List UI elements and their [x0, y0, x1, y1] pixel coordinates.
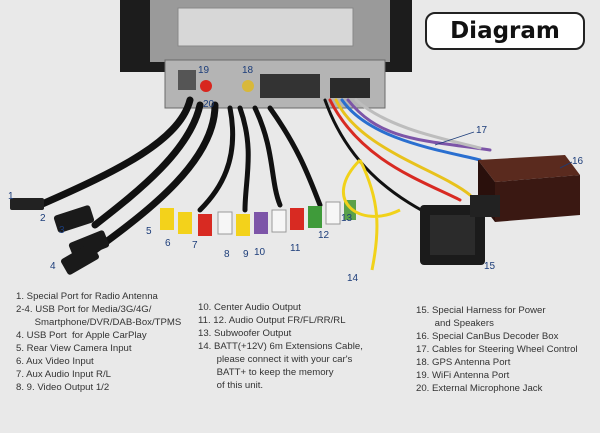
callout-4: 4	[50, 261, 56, 272]
legend-item: 7. Aux Audio Input R/L	[16, 369, 111, 380]
usb-connectors	[53, 205, 110, 275]
callout-16: 16	[572, 156, 584, 167]
legend-item: 11. 12. Audio Output FR/FL/RR/RL	[198, 315, 346, 326]
legend-item: and Speakers	[416, 318, 494, 329]
callout-6: 6	[165, 238, 171, 249]
head-unit	[120, 0, 412, 109]
legend-column-2: 10. Center Audio Output 11. 12. Audio Ou…	[198, 301, 363, 392]
callout-10: 10	[254, 247, 266, 258]
radio-antenna-plug	[10, 198, 44, 210]
diagram-title: Diagram	[425, 12, 585, 50]
legend-item: 16. Special CanBus Decoder Box	[416, 331, 559, 342]
callout-2: 2	[40, 213, 46, 224]
callout-20: 20	[203, 99, 215, 110]
callout-11: 11	[290, 243, 301, 254]
legend-column-3: 15. Special Harness for Power and Speake…	[416, 304, 578, 395]
legend-item: 13. Subwoofer Output	[198, 328, 292, 339]
legend-item: Smartphone/DVR/DAB-Box/TPMS	[16, 317, 182, 328]
legend-item: 19. WiFi Antenna Port	[416, 370, 510, 381]
callout-8: 8	[224, 249, 230, 260]
legend-item: 6. Aux Video Input	[16, 356, 94, 367]
callout-15: 15	[484, 261, 496, 272]
legend-item: 17. Cables for Steering Wheel Control	[416, 344, 578, 355]
callout-12: 12	[318, 230, 330, 241]
legend-item: 10. Center Audio Output	[198, 302, 301, 313]
legend-item: 8. 9. Video Output 1/2	[16, 382, 110, 393]
legend-item: 15. Special Harness for Power	[416, 305, 546, 316]
canbus-decoder-box	[478, 155, 580, 222]
batt-extension-cable	[341, 158, 401, 271]
legend-item: please connect it with your car's	[198, 354, 353, 365]
legend-item: 4. USB Port for Apple CarPlay	[16, 330, 147, 341]
callout-7: 7	[192, 240, 198, 251]
gps-antenna-port	[242, 80, 254, 92]
legend-item: of this unit.	[198, 380, 264, 391]
callout-3: 3	[59, 225, 65, 236]
callout-17: 17	[476, 125, 488, 136]
legend-item: 14. BATT(+12V) 6m Extensions Cable,	[198, 341, 363, 352]
callout-18: 18	[242, 65, 254, 76]
legend-item: BATT+ to keep the memory	[198, 367, 334, 378]
legend-item: 20. External Microphone Jack	[416, 383, 543, 394]
callout-9: 9	[243, 249, 249, 260]
rca-plugs	[160, 200, 356, 236]
callout-1: 1	[8, 191, 14, 202]
callout-5: 5	[146, 226, 152, 237]
wiring-harness-photo	[10, 0, 580, 275]
legend-item: 5. Rear View Camera Input	[16, 343, 132, 354]
legend-item: 1. Special Port for Radio Antenna	[16, 291, 158, 302]
legend-item: 18. GPS Antenna Port	[416, 357, 511, 368]
callout-14: 14	[347, 273, 359, 284]
legend-column-1: 1. Special Port for Radio Antenna 2-4. U…	[16, 290, 181, 394]
power-speaker-harness-connector	[420, 195, 500, 265]
wifi-antenna-port	[200, 80, 212, 92]
legend-item: 2-4. USB Port for Media/3G/4G/	[16, 304, 152, 315]
callout-19: 19	[198, 65, 210, 76]
callout-13: 13	[341, 213, 353, 224]
